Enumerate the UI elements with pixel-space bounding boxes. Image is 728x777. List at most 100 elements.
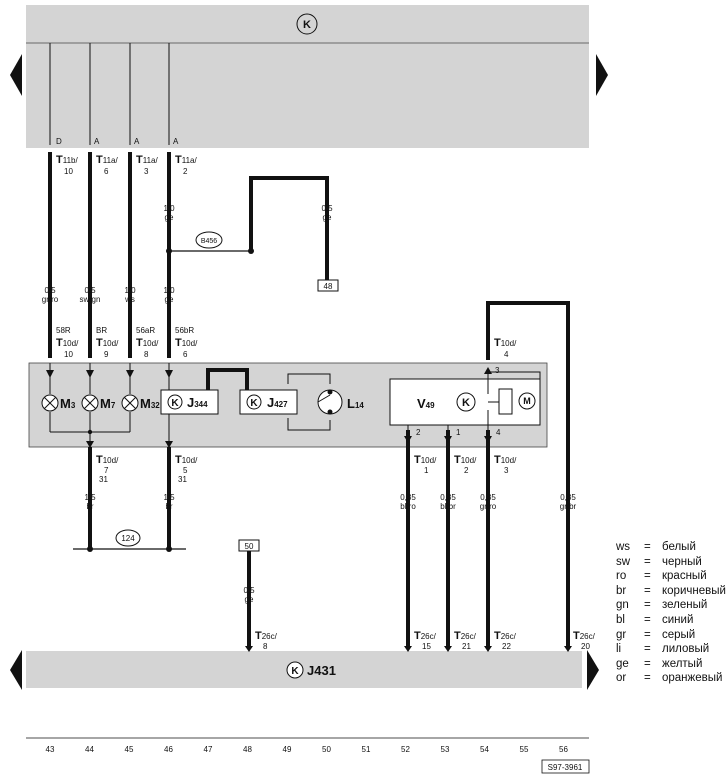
svg-text:1,5: 1,5 bbox=[84, 493, 96, 502]
svg-text:6: 6 bbox=[104, 167, 109, 176]
j431-k-icon bbox=[286, 661, 304, 679]
top-inner-lines bbox=[49, 43, 170, 145]
svg-text:gr/br: gr/br bbox=[560, 502, 577, 511]
svg-text:7: 7 bbox=[104, 466, 109, 475]
svg-text:1,5: 1,5 bbox=[163, 493, 175, 502]
svg-text:2: 2 bbox=[183, 167, 188, 176]
bulb-m7-icon bbox=[81, 394, 99, 412]
svg-text:T11a/: T11a/ bbox=[96, 154, 118, 166]
svg-text:1,0: 1,0 bbox=[163, 286, 175, 295]
svg-text:4: 4 bbox=[504, 350, 509, 359]
top-pin-connectors: T11b/ 10 T11a/ 6 T11a/ 3 T11a/ 2 bbox=[56, 154, 197, 176]
scale-number: 48 bbox=[243, 745, 252, 754]
top-unit-k-icon bbox=[296, 13, 318, 35]
svg-text:T11a/: T11a/ bbox=[175, 154, 197, 166]
svg-text:BR: BR bbox=[96, 326, 107, 335]
bulb-m32-icon bbox=[121, 394, 139, 412]
svg-text:T26c/: T26c/ bbox=[454, 630, 477, 642]
svg-text:0,35: 0,35 bbox=[440, 493, 456, 502]
svg-text:31: 31 bbox=[99, 475, 108, 484]
svg-text:22: 22 bbox=[502, 642, 511, 651]
svg-text:ge: ge bbox=[165, 213, 174, 222]
m32-label: M32 bbox=[140, 396, 160, 411]
scale-number: 54 bbox=[480, 745, 489, 754]
top-pin-letter-4: A bbox=[173, 137, 179, 146]
svg-text:bl/br: bl/br bbox=[440, 502, 456, 511]
j431-pin-labels: T26c/ 8 T26c/ 15 T26c/ 21 T26c/ 22 T26c/… bbox=[255, 630, 596, 651]
svg-text:T26c/: T26c/ bbox=[573, 630, 596, 642]
legend-item: ro=красный bbox=[616, 570, 707, 583]
thick-wires bbox=[48, 152, 570, 648]
legend-item: gn=зеленый bbox=[616, 599, 708, 612]
j431-label: J431 bbox=[307, 663, 336, 678]
svg-text:br: br bbox=[165, 502, 172, 511]
m3-label: M3 bbox=[60, 396, 76, 411]
scale-number: 47 bbox=[204, 745, 213, 754]
svg-text:T26c/: T26c/ bbox=[494, 630, 517, 642]
ref-50-label: 50 bbox=[245, 542, 254, 551]
svg-text:T10d/: T10d/ bbox=[96, 454, 119, 466]
arrow-right-bottom-icon bbox=[587, 650, 599, 690]
j344-k-icon bbox=[167, 394, 183, 410]
legend-item: li=лиловый bbox=[616, 643, 710, 656]
legend-item: sw=черный bbox=[616, 555, 702, 568]
svg-text:T26c/: T26c/ bbox=[255, 630, 278, 642]
arrow-right-top-icon bbox=[596, 54, 608, 96]
svg-text:1,0: 1,0 bbox=[124, 286, 136, 295]
scale-number: 53 bbox=[441, 745, 450, 754]
svg-text:0,35: 0,35 bbox=[400, 493, 416, 502]
svg-text:T10d/: T10d/ bbox=[175, 454, 198, 466]
scale-number: 43 bbox=[46, 745, 55, 754]
j427-k-icon bbox=[246, 394, 262, 410]
svg-text:T10d/: T10d/ bbox=[494, 454, 517, 466]
svg-text:K: K bbox=[462, 397, 470, 409]
svg-text:gr/ro: gr/ro bbox=[480, 502, 497, 511]
svg-text:3: 3 bbox=[144, 167, 149, 176]
svg-text:K: K bbox=[291, 666, 299, 677]
mid-pin-labels: 58R T10d/ 10 BR T10d/ 9 56aR T10d/ 8 56b… bbox=[56, 326, 517, 359]
svg-text:56aR: 56aR bbox=[136, 326, 155, 335]
j427-label: J427 bbox=[267, 395, 288, 410]
svg-text:0,5: 0,5 bbox=[243, 586, 255, 595]
svg-text:56bR: 56bR bbox=[175, 326, 194, 335]
svg-text:bl/ro: bl/ro bbox=[400, 502, 416, 511]
v49-label: V49 bbox=[417, 396, 435, 411]
svg-text:T10d/: T10d/ bbox=[56, 337, 79, 349]
arrow-left-bottom-icon bbox=[10, 650, 22, 690]
svg-text:T11a/: T11a/ bbox=[136, 154, 158, 166]
top-pin-letter-2: A bbox=[94, 137, 100, 146]
bulb-m3-icon bbox=[41, 394, 59, 412]
svg-text:10: 10 bbox=[64, 167, 73, 176]
svg-text:6: 6 bbox=[183, 350, 188, 359]
legend-item: ge=желтый bbox=[616, 657, 703, 670]
scale-number: 50 bbox=[322, 745, 331, 754]
v49-motor-icon bbox=[518, 392, 536, 410]
legend-item: bl=синий bbox=[616, 613, 694, 626]
svg-text:3: 3 bbox=[504, 466, 509, 475]
ref-48-box[interactable] bbox=[317, 279, 339, 292]
svg-text:21: 21 bbox=[462, 642, 471, 651]
ref-48-label: 48 bbox=[324, 282, 333, 291]
svg-text:5: 5 bbox=[183, 466, 188, 475]
scale-number: 45 bbox=[125, 745, 134, 754]
scale-number: 46 bbox=[164, 745, 173, 754]
svg-text:8: 8 bbox=[263, 642, 268, 651]
scale-number: 56 bbox=[559, 745, 568, 754]
svg-text:K: K bbox=[250, 398, 258, 409]
svg-text:T10d/: T10d/ bbox=[136, 337, 159, 349]
splice-124 bbox=[115, 529, 141, 547]
ref-50-box[interactable] bbox=[238, 539, 260, 552]
svg-text:8: 8 bbox=[144, 350, 149, 359]
arrow-left-top-icon bbox=[10, 54, 22, 96]
svg-text:31: 31 bbox=[178, 475, 187, 484]
l14-label: L14 bbox=[347, 396, 364, 411]
svg-text:T26c/: T26c/ bbox=[414, 630, 437, 642]
svg-text:20: 20 bbox=[581, 642, 590, 651]
svg-text:0,5: 0,5 bbox=[321, 204, 333, 213]
svg-text:T10d/: T10d/ bbox=[454, 454, 477, 466]
svg-text:T10d/: T10d/ bbox=[494, 337, 517, 349]
